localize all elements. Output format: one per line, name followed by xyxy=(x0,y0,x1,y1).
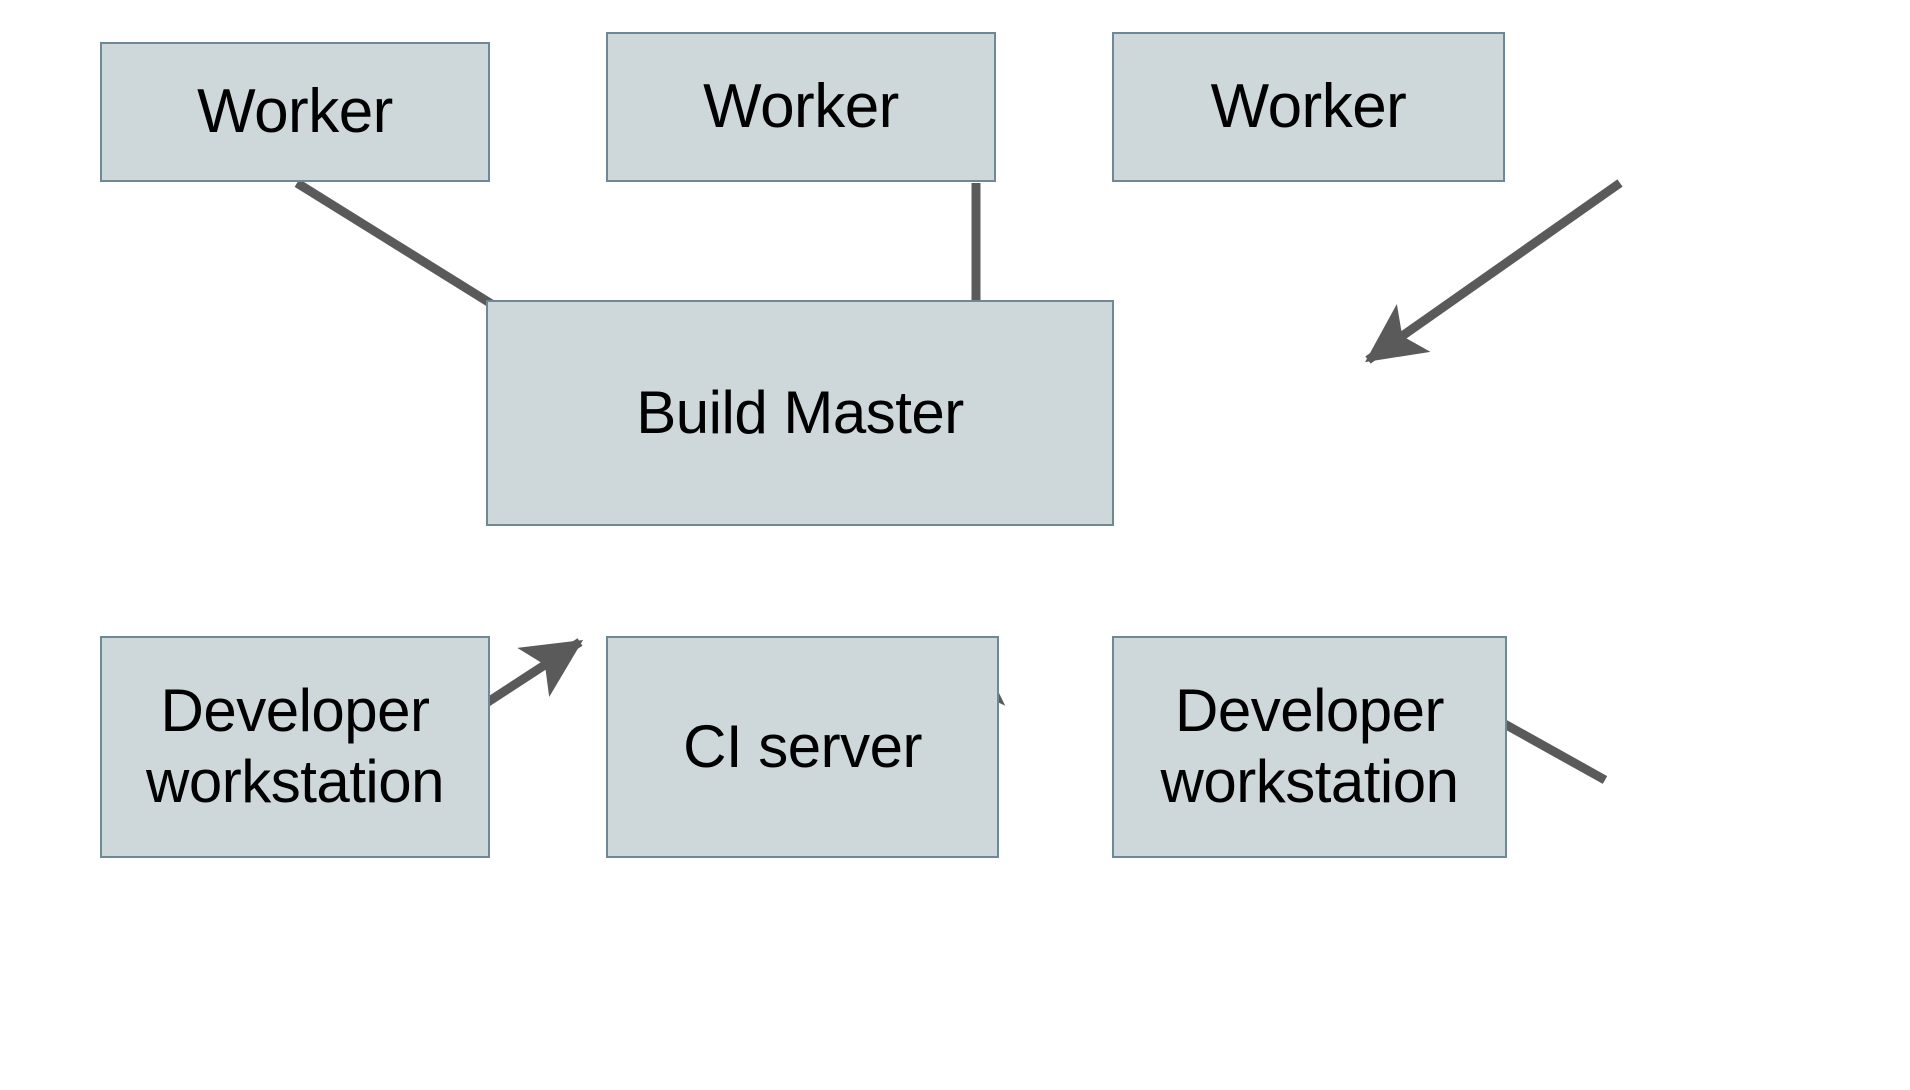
node-worker-center[interactable]: Worker xyxy=(606,32,996,182)
node-build-master[interactable]: Build Master xyxy=(486,300,1114,526)
node-label: Worker xyxy=(703,72,899,142)
node-label: Build Master xyxy=(636,378,964,446)
node-label: Worker xyxy=(1210,72,1407,142)
edge-worker-right-to-master xyxy=(1365,179,1623,364)
node-ci-server[interactable]: CI server xyxy=(606,636,999,858)
node-label: Developer workstation xyxy=(1160,677,1459,815)
node-developer-workstation-right[interactable]: Developer workstation xyxy=(1112,636,1507,858)
node-developer-workstation-left[interactable]: Developer workstation xyxy=(100,636,490,858)
node-worker-left[interactable]: Worker xyxy=(100,42,490,182)
node-worker-right[interactable]: Worker xyxy=(1112,32,1505,182)
node-label: CI server xyxy=(683,712,922,780)
node-label: Developer workstation xyxy=(146,677,444,815)
node-label: Worker xyxy=(197,77,393,147)
